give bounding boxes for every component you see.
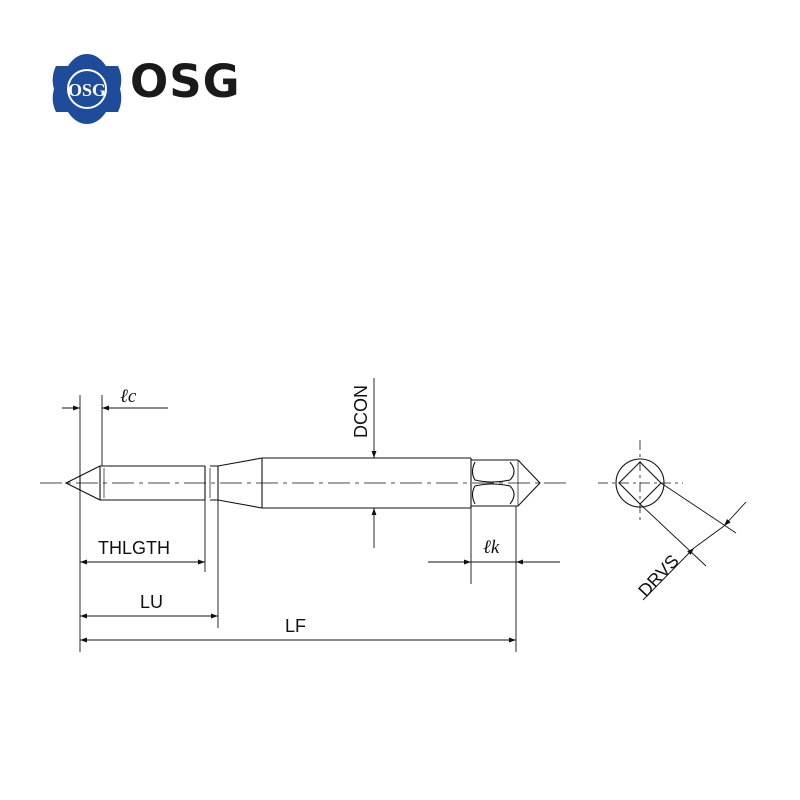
dim-lk xyxy=(428,508,560,584)
osg-logo: OSG OSG xyxy=(50,52,250,130)
label-drvs: DRVS xyxy=(634,551,683,601)
label-dcon: DCON xyxy=(351,385,371,438)
label-lc: ℓc xyxy=(120,386,137,407)
dim-thlgth xyxy=(79,490,206,652)
tap-point xyxy=(64,465,101,501)
emblem-shape xyxy=(52,54,122,124)
dim-lf xyxy=(80,506,517,652)
dim-lc xyxy=(62,395,168,476)
label-lu: LU xyxy=(140,592,163,612)
end-view xyxy=(598,440,683,522)
osg-wordmark: OSG xyxy=(130,55,241,108)
osg-emblem-icon: OSG xyxy=(52,54,122,124)
label-thlgth: THLGTH xyxy=(98,538,170,558)
label-lk: ℓk xyxy=(483,537,500,558)
emblem-text: OSG xyxy=(68,80,106,100)
square-drive xyxy=(471,459,541,507)
label-lf: LF xyxy=(285,616,306,636)
dim-drvs xyxy=(639,482,747,601)
dim-lu xyxy=(80,500,219,628)
tap-side-view xyxy=(40,457,568,509)
